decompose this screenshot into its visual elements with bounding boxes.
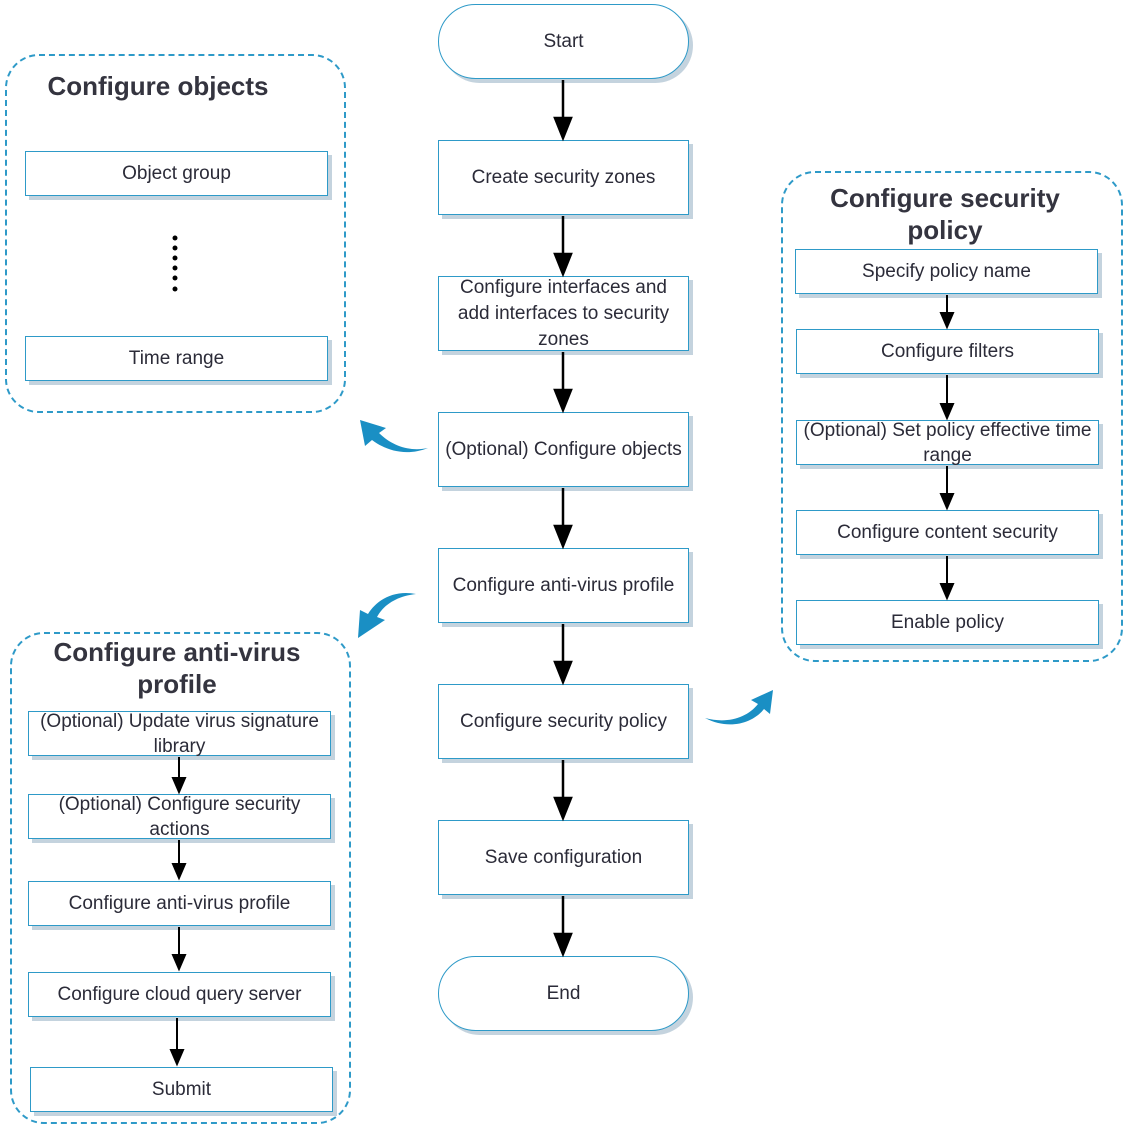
end-terminal: End (438, 956, 689, 1031)
configure-security-policy-step: Configure security policy (438, 684, 689, 759)
policy-group-title: Configure security policy (830, 183, 1060, 245)
configure-antivirus-step: Configure anti-virus profile (438, 548, 689, 623)
objects-group (5, 54, 346, 413)
configure-filters-item: Configure filters (796, 329, 1099, 374)
curved-arrow-objects (360, 420, 428, 453)
update-virus-signature-item: (Optional) Update virus signature librar… (28, 711, 331, 757)
curved-arrow-antivirus (358, 592, 416, 638)
enable-policy-item: Enable policy (796, 600, 1099, 645)
objects-group-title: Configure objects (47, 71, 269, 101)
submit-item: Submit (30, 1067, 333, 1112)
save-configuration-step: Save configuration (438, 820, 689, 895)
antivirus-group (10, 632, 351, 1124)
set-policy-time-range-item: (Optional) Set policy effective time ran… (796, 420, 1099, 466)
time-range-item: Time range (25, 336, 328, 381)
configure-content-security-item: Configure content security (796, 510, 1099, 555)
curved-arrow-policy (705, 690, 773, 725)
antivirus-group-title: Configure anti-virus profile (53, 637, 301, 699)
specify-policy-name-item: Specify policy name (795, 249, 1098, 294)
object-group-item: Object group (25, 151, 328, 196)
policy-group (781, 171, 1123, 662)
configure-cloud-query-server-item: Configure cloud query server (28, 972, 331, 1017)
configure-objects-step: (Optional) Configure objects (438, 412, 689, 487)
create-security-zones-step: Create security zones (438, 140, 689, 215)
configure-interfaces-step: Configure interfaces and add interfaces … (438, 276, 689, 351)
configure-antivirus-profile-item: Configure anti-virus profile (28, 881, 331, 926)
configure-security-actions-item: (Optional) Configure security actions (28, 794, 331, 840)
start-terminal: Start (438, 4, 689, 79)
